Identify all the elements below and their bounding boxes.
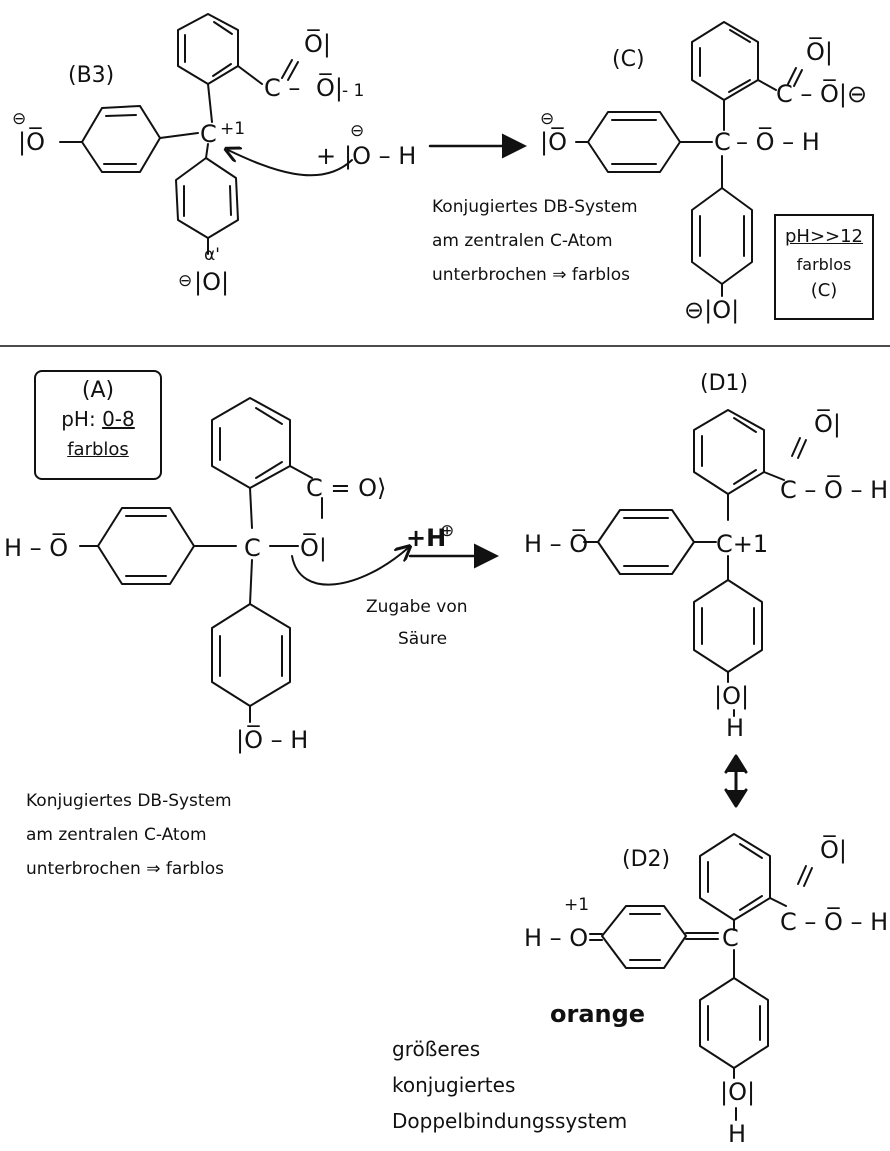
a-structure [79,397,323,723]
ph-box-c: pH>>12 farblos (C) [774,214,874,320]
resonance-arrow [724,754,748,808]
b3-ring-bottom [175,157,239,239]
b3-o-bottom-charge: ⊖ [178,271,192,291]
c-charge-left: ⊖ [540,109,554,129]
d2-color-label: orange [550,1000,645,1028]
d2-oh-bottom-h: H [728,1120,746,1148]
c-structure [575,21,803,297]
ph-box-a-ph: pH: 0-8 [36,407,160,431]
b3-carboxyl-o: O̅| [316,73,343,102]
c-o-bottom: ⊖|O| [684,296,739,324]
d1-ring-left [597,509,695,575]
c-carboxyl-o-top: O̅| [806,37,833,66]
d2-ring-left [601,905,687,969]
b3-ring-top [177,13,239,85]
d1-oh-bottom-h: H [726,714,744,742]
d1-ring-top [693,409,765,495]
a-oh-bottom: |O̅ – H [236,725,308,754]
b3-carbon-charge: +1 [220,119,245,139]
c-oh: – O̅ – H [736,127,820,156]
a-carbon: C [244,534,261,562]
reagent-oh: |O – H [344,142,416,170]
d1-carbon: C+1 [716,530,768,558]
c-carboxyl: C – O̅|⊖ [776,79,867,108]
reagent-plus: + [316,142,336,170]
ph-box-c-name: (C) [810,280,838,301]
d1-ring-bottom [693,579,763,673]
d2-ho-left: H – O [524,924,588,952]
c-ring-top [691,21,759,101]
d1-label: (D1) [700,371,748,396]
bottom-note-line-2: am zentralen C-Atom [26,825,207,845]
a-ring-top [211,397,291,489]
reagent-oh-charge: ⊖ [350,121,364,141]
ph-box-c-color: farblos [796,255,852,274]
a-lactone-o: O̅| [300,533,327,562]
b3-o-left: |O̅ [18,127,45,156]
d2-note-line-1: größeres [392,1037,480,1061]
bottom-note-line-1: Konjugiertes DB-System [26,791,232,811]
d2-note-line-2: konjugiertes [392,1073,515,1097]
d2-carboxyl-o-top: O̅| [820,835,847,864]
top-note-line-1: Konjugiertes DB-System [432,197,638,217]
ph-box-a-name: (A) [81,378,115,403]
d1-ho-left: H – O̅ [524,529,588,558]
d2-carboxyl: C – O̅ – H [780,907,888,936]
c-carbon: C [714,128,731,156]
b3-carbon: C [200,120,217,148]
ph-box-a-ph-prefix: pH: [61,407,96,431]
c-label: (C) [612,47,645,72]
reagent-caption-1: Zugabe von [366,597,468,617]
b3-carboxyl-charge: - 1 [342,81,364,101]
bottom-note-line-3: unterbrochen ⇒ farblos [26,859,224,879]
d2-structure [589,833,813,1121]
a-ho-left: H – O̅ [4,533,68,562]
d2-oh-bottom-o: |O| [720,1078,755,1106]
top-note-line-2: am zentralen C-Atom [432,231,613,251]
d2-carbon: C [722,924,739,952]
d2-label: (D2) [622,847,670,872]
b3-o-bottom: |O| [194,268,229,296]
a-ring-left [97,507,195,585]
d2-charge: +1 [564,895,589,915]
top-note-line-3: unterbrochen ⇒ farblos [432,265,630,285]
d1-structure [583,409,807,717]
b3-carboxyl-o-top: O̅| [304,29,331,58]
a-curved-arrow [291,548,408,586]
d2-ring-top [699,833,771,921]
b3-structure [59,13,299,255]
a-ring-bottom [211,603,291,707]
d2-note-line-3: Doppelbindungssystem [392,1109,627,1133]
d2-ring-bottom [699,977,769,1069]
reagent-h: +H [406,524,446,552]
b3-charge-left: ⊖ [12,109,26,129]
ph-box-a-color: farblos [67,439,129,460]
d1-carboxyl-o-top: O̅| [814,409,841,438]
c-o-left: |O̅ [540,127,567,156]
ph-box-c-ph: pH>>12 [784,226,864,247]
ph-box-a: (A) pH: 0-8 farblos [34,370,162,480]
ph-box-a-ph-value: 0-8 [102,407,135,431]
b3-label: (B3) [68,63,114,88]
d1-oh-bottom-o: |O| [714,682,749,710]
reagent-caption-2: Säure [398,629,447,649]
a-carbonyl: C = O⟩ [306,474,386,502]
d1-carboxyl: C – O̅ – H [780,475,888,504]
b3-curved-arrow [228,150,353,177]
b3-o-bottom-mark: α' [204,245,220,265]
reagent-h-charge: ⊕ [440,521,454,541]
b3-carboxyl-c: C – [264,74,300,102]
